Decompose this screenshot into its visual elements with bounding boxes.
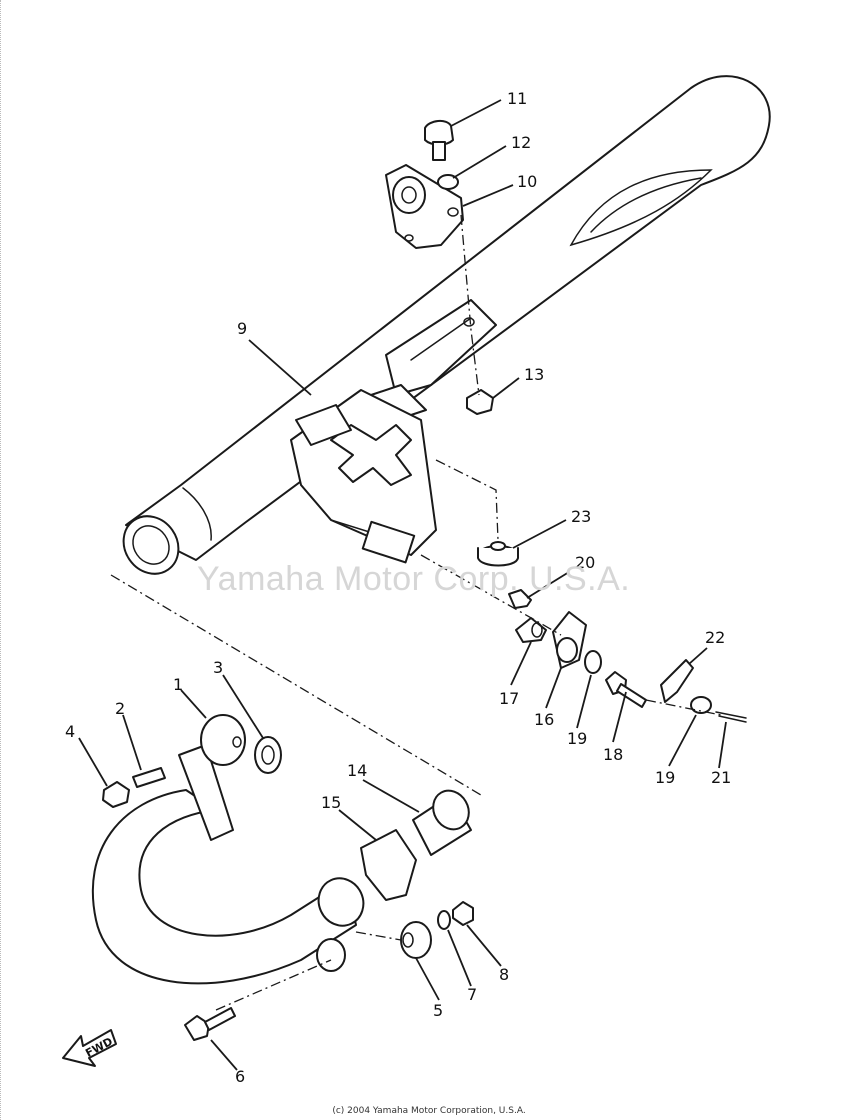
part-11-bolt <box>424 120 454 161</box>
callout-2: 2 <box>115 699 125 718</box>
part-8-nut <box>452 901 474 926</box>
callout-14: 14 <box>347 761 367 780</box>
part-21-cotter-pin <box>715 711 747 723</box>
callout-17: 17 <box>499 689 519 708</box>
callout-18: 18 <box>603 745 623 764</box>
muffler-mount-bracket <box>370 299 497 421</box>
callout-19-right: 19 <box>655 768 675 787</box>
silencer-box <box>290 389 437 564</box>
callout-3: 3 <box>213 658 223 677</box>
part-16-plate <box>552 611 587 669</box>
part-19-washer-left <box>584 650 602 674</box>
part-18-bolt <box>605 671 647 708</box>
part-22-clip <box>660 659 694 703</box>
callout-7: 7 <box>467 985 477 1004</box>
callout-4: 4 <box>65 722 75 741</box>
callout-10: 10 <box>517 172 537 191</box>
part-2-stud <box>132 767 166 788</box>
part-13-nut <box>466 389 494 415</box>
part-7-washer <box>437 910 451 930</box>
fwd-arrow-icon: FWD <box>62 1029 117 1067</box>
callout-21: 21 <box>711 768 731 787</box>
part-23-damper <box>477 541 519 567</box>
callout-23: 23 <box>571 507 591 526</box>
callout-5: 5 <box>433 1001 443 1020</box>
callout-22: 22 <box>705 628 725 647</box>
callout-9: 9 <box>237 319 247 338</box>
part-5-bush <box>400 921 432 959</box>
callout-19-left: 19 <box>567 729 587 748</box>
callout-12: 12 <box>511 133 531 152</box>
callout-20: 20 <box>575 553 595 572</box>
part-10-bracket <box>385 164 464 249</box>
callout-6: 6 <box>235 1067 245 1086</box>
part-15-clamp <box>360 829 417 901</box>
part-12-washer <box>437 174 459 190</box>
callout-15: 15 <box>321 793 341 812</box>
callout-1: 1 <box>173 675 183 694</box>
callout-8: 8 <box>499 965 509 984</box>
part-17-collar <box>515 617 547 643</box>
callout-13: 13 <box>524 365 544 384</box>
callout-16: 16 <box>534 710 554 729</box>
callout-11: 11 <box>507 89 527 108</box>
part-1-exhaust-pipe <box>91 714 365 985</box>
part-19-washer-right <box>690 696 712 714</box>
watermark: Yamaha Motor Corp. U.S.A. <box>197 560 631 598</box>
copyright-footer: (c) 2004 Yamaha Motor Corporation, U.S.A… <box>332 1106 526 1116</box>
part-14-joint <box>412 789 472 856</box>
part-6-bolt <box>184 1007 236 1041</box>
part-4-nut <box>102 781 130 808</box>
callout-numbers: 11 12 10 9 13 23 20 17 16 19 18 22 19 21… <box>65 89 731 1086</box>
part-3-gasket <box>254 736 282 774</box>
part-20-bolt <box>508 589 532 609</box>
